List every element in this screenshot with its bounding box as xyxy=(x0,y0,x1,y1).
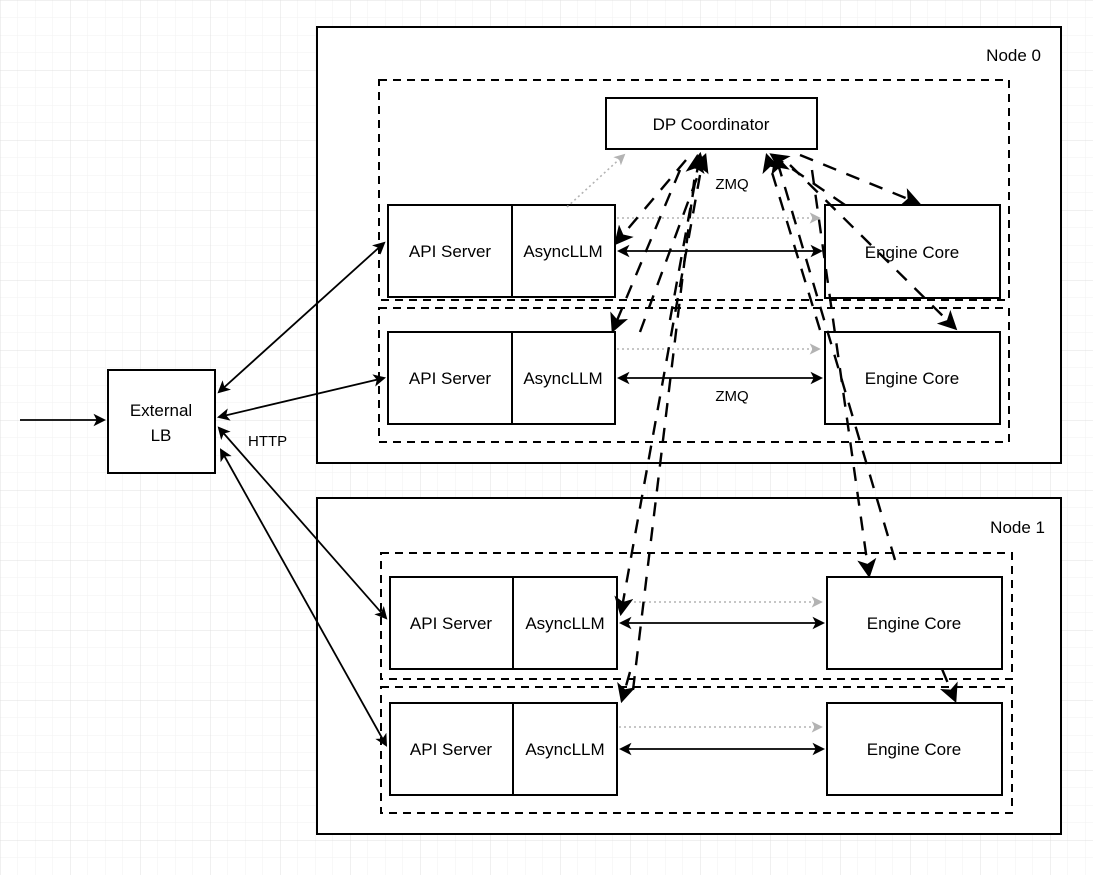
asyncllm-label: AsyncLLM xyxy=(525,740,604,759)
engine-core-label: Engine Core xyxy=(865,369,960,388)
api-server-asyncllm-box[interactable] xyxy=(387,331,616,425)
coordinator-out-edge-to-n1e1-asyncllm xyxy=(617,671,636,704)
node-1-label: Node 1 xyxy=(990,518,1045,537)
api-server-label: API Server xyxy=(410,740,493,759)
external-lb-label-line1: External xyxy=(130,401,192,420)
api-server-label: API Server xyxy=(410,614,493,633)
lb-to-api-server-n0e1-edge xyxy=(216,374,387,421)
zmq-label-top: ZMQ xyxy=(715,176,748,193)
http-edge-label: HTTP xyxy=(248,433,287,450)
api-server-label: API Server xyxy=(409,369,492,388)
lb-to-api-server-n0e0-edge xyxy=(217,241,386,394)
node-0-engine-group-0 xyxy=(378,79,1010,301)
coordinator-out-edge-to-n0e1-asyncllm xyxy=(610,169,682,333)
engine-core-label: Engine Core xyxy=(867,740,962,759)
api-server-asyncllm-box[interactable] xyxy=(387,204,616,298)
engine-core-box[interactable] xyxy=(824,204,1001,299)
node-1-engine-group-1 xyxy=(380,686,1013,814)
node-0-apiserver-asyncllm-1[interactable]: API Server AsyncLLM xyxy=(387,331,616,425)
dp-coordinator-box[interactable] xyxy=(605,97,818,150)
node-0-label: Node 0 xyxy=(986,46,1041,65)
node-1-engine-group-0 xyxy=(380,552,1013,680)
engine-core-box[interactable] xyxy=(826,576,1003,670)
node-0-engine-core-1[interactable]: Engine Core xyxy=(824,331,1001,425)
dp-coordinator-label: DP Coordinator xyxy=(653,115,770,134)
dp-coordinator[interactable]: DP Coordinator xyxy=(605,97,818,150)
coordinator-out-edge-to-n0e0-asyncllm xyxy=(613,159,687,246)
coordinator-sync-edge-from-n0e1 xyxy=(762,152,822,331)
api-server-label: API Server xyxy=(409,242,492,261)
coordinator-out-edge-to-n0e1 xyxy=(789,164,958,331)
zmq-label-bottom: ZMQ xyxy=(715,388,748,405)
coordinator-out-edge-to-n1e0 xyxy=(810,169,877,579)
external-lb-box[interactable] xyxy=(107,369,216,474)
engine-core-box[interactable] xyxy=(826,702,1003,796)
coordinator-sync-edge-short xyxy=(668,151,707,321)
engine-core-label: Engine Core xyxy=(867,614,962,633)
node-1-apiserver-asyncllm-1[interactable]: API Server AsyncLLM xyxy=(389,702,618,796)
api-server-asyncllm-box[interactable] xyxy=(389,576,618,670)
external-lb-label-line2: LB xyxy=(151,426,172,445)
asyncllm-label: AsyncLLM xyxy=(525,614,604,633)
engine-core-label: Engine Core xyxy=(865,243,960,262)
asyncllm-label: AsyncLLM xyxy=(523,369,602,388)
asyncllm-label: AsyncLLM xyxy=(523,242,602,261)
lb-to-api-server-n1e1-edge xyxy=(219,448,388,747)
node-1-apiserver-asyncllm-0[interactable]: API Server AsyncLLM xyxy=(389,576,618,670)
engine-core-box[interactable] xyxy=(824,331,1001,425)
api-server-asyncllm-box[interactable] xyxy=(389,702,618,796)
node-1-engine-core-0[interactable]: Engine Core xyxy=(826,576,1003,670)
coordinator-out-edge-to-n0e0 xyxy=(799,153,921,206)
node-1-engine-core-1[interactable]: Engine Core xyxy=(826,702,1003,796)
coordinator-sync-edge-from-n1e0 xyxy=(771,153,897,561)
node-0-engine-core-0[interactable]: Engine Core xyxy=(824,204,1001,299)
external-lb[interactable]: External LB xyxy=(107,369,216,474)
coordinator-out-edge-to-n1e1 xyxy=(939,668,958,703)
node-0-apiserver-asyncllm-0[interactable]: API Server AsyncLLM xyxy=(387,204,616,298)
